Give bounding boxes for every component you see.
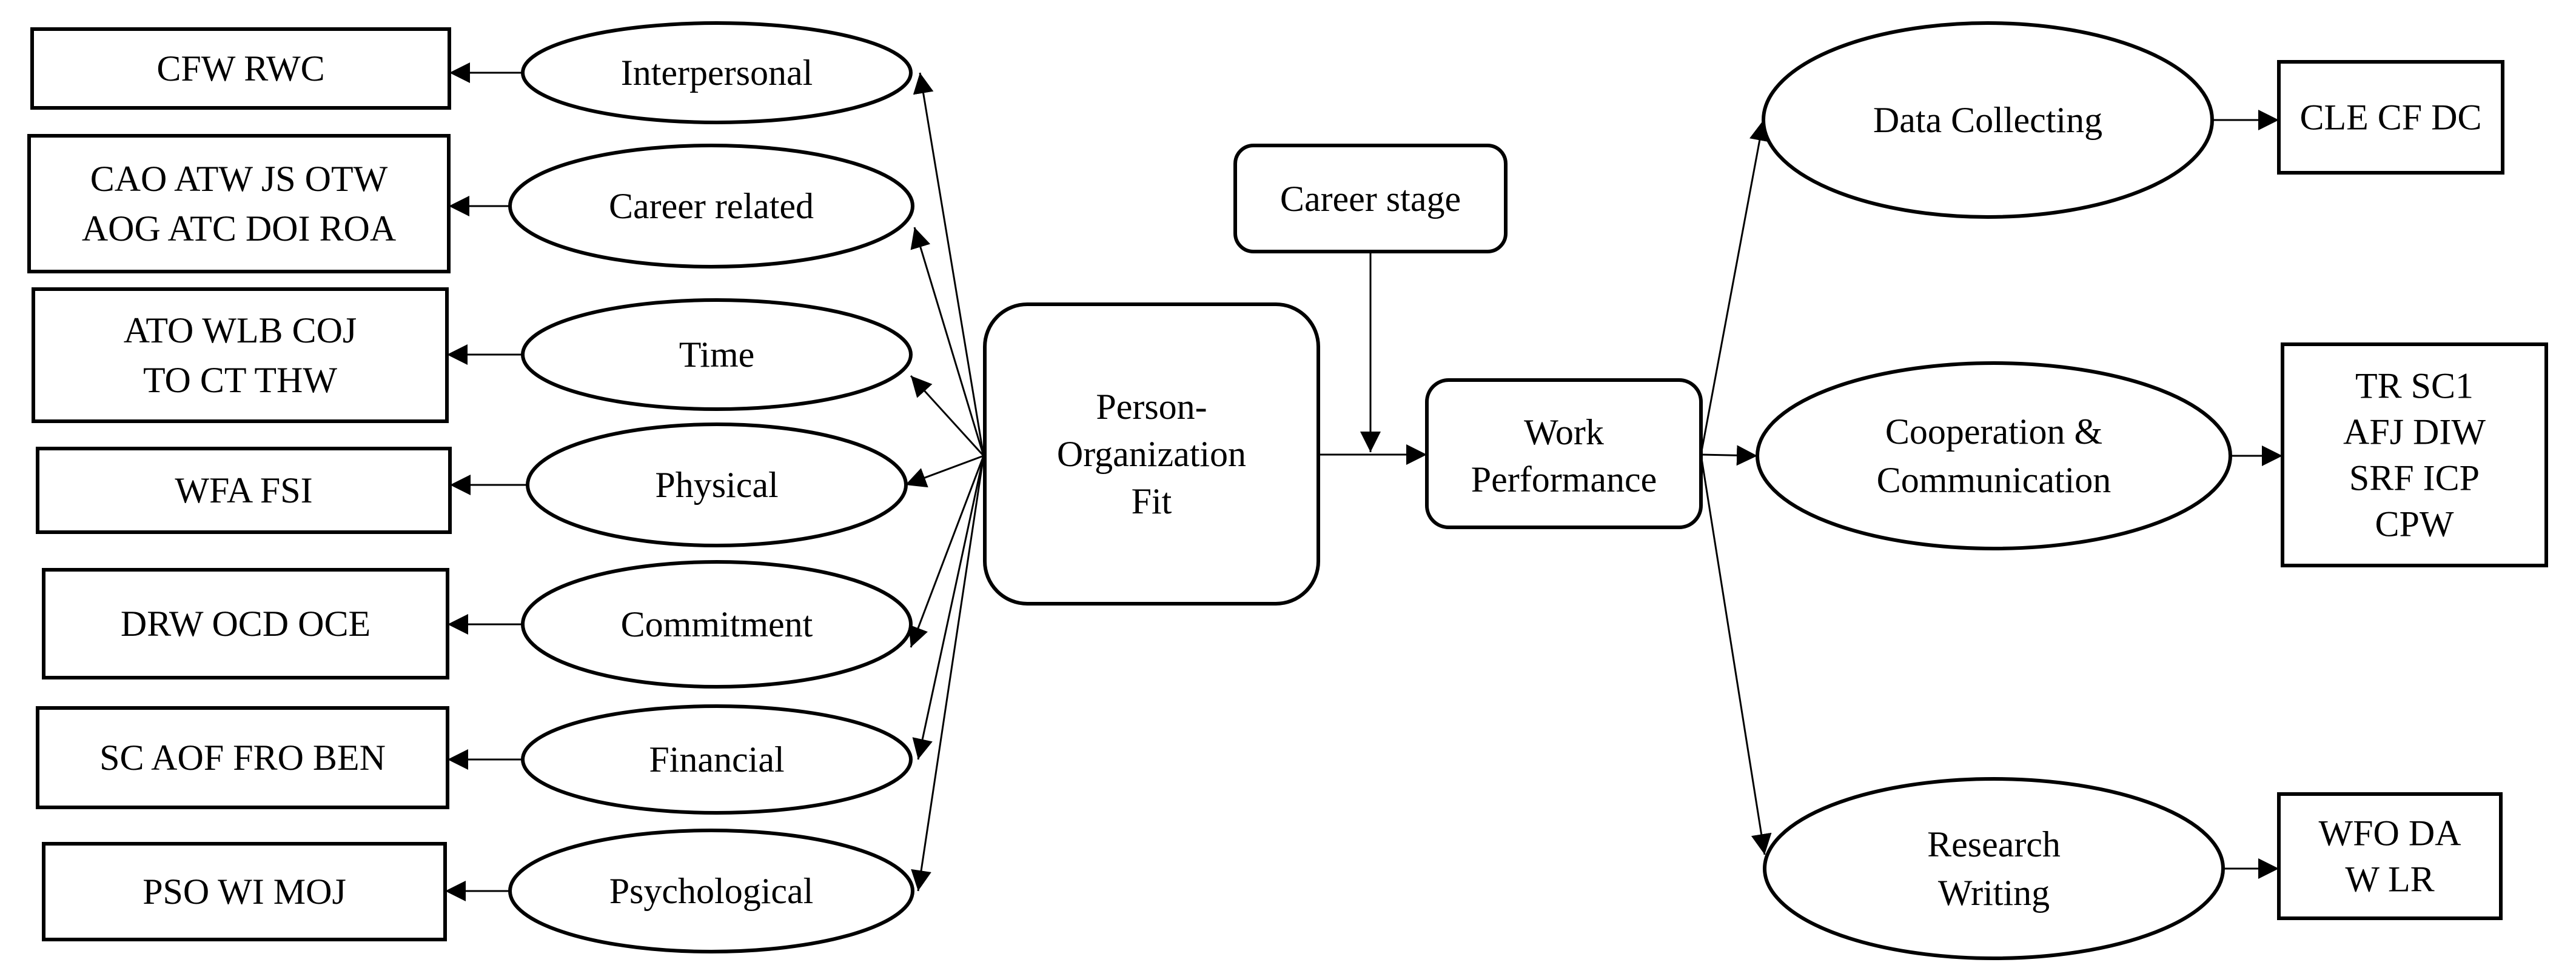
factor-financial-node xyxy=(521,704,913,815)
arrow-fit-to-interpersonal xyxy=(913,72,985,456)
arrow-fit-to-career-related xyxy=(910,227,985,456)
factor-commitment-node xyxy=(521,560,913,689)
factor-physical-node xyxy=(526,422,908,547)
factor-interpersonal-label: Interpersonal xyxy=(621,53,813,93)
factor-psychological-node xyxy=(508,829,914,953)
codes-interpersonal-box xyxy=(30,27,451,110)
outcome-cooperation-communication-label: Communication xyxy=(1877,460,2111,500)
codes-cooperation-communication-box xyxy=(2281,342,2548,567)
codes-research-writing-text: WFO DA xyxy=(2319,813,2461,853)
career-stage-node xyxy=(1233,144,1508,253)
person-organization-fit-label: Organization xyxy=(1057,434,1246,474)
arrow-fit-to-physical xyxy=(905,455,984,488)
codes-time-box xyxy=(32,287,449,423)
codes-psychological-text: PSO WI MOJ xyxy=(143,872,346,912)
codes-research-writing-box xyxy=(2277,792,2503,920)
arrow-fit-to-financial xyxy=(912,455,985,760)
codes-cooperation-communication-text: AFJ DIW xyxy=(2343,412,2486,452)
codes-commitment-box xyxy=(42,568,449,679)
arrow-work-performance-to-cooperation-communication xyxy=(1700,445,1758,466)
work-performance-node xyxy=(1425,378,1703,529)
work-performance-label: Work xyxy=(1524,412,1604,452)
factor-physical-label: Physical xyxy=(655,465,778,505)
outcome-cooperation-communication-label: Cooperation & xyxy=(1885,412,2102,452)
arrow-fit-to-commitment xyxy=(908,455,985,648)
codes-interpersonal-text: CFW RWC xyxy=(156,48,324,88)
codes-career-related-box xyxy=(27,134,451,273)
outcome-research-writing-label: Research xyxy=(1927,824,2061,864)
codes-financial-text: SC AOF FRO BEN xyxy=(99,738,386,778)
codes-cooperation-communication-text: CPW xyxy=(2375,504,2454,544)
arrow-work-performance-to-research-writing xyxy=(1700,454,1772,855)
edges-layer xyxy=(445,62,2283,901)
factor-commitment-label: Commitment xyxy=(621,604,813,644)
factor-psychological-label: Psychological xyxy=(609,871,814,911)
outcome-cooperation-communication-node xyxy=(1756,361,2232,550)
codes-career-related-text: AOG ATC DOI ROA xyxy=(82,209,396,249)
work-performance-label: Performance xyxy=(1471,459,1657,499)
codes-research-writing-text: W LR xyxy=(2345,860,2434,900)
codes-physical-box xyxy=(36,447,452,534)
factor-career-related-label: Career related xyxy=(609,186,814,226)
arrow-fit-to-time xyxy=(910,375,985,457)
codes-commitment-text: DRW OCD OCE xyxy=(121,604,371,644)
outcome-research-writing-label: Writing xyxy=(1938,873,2050,913)
codes-career-related-text: CAO ATW JS OTW xyxy=(90,159,388,199)
career-stage-label: Career stage xyxy=(1280,179,1461,219)
person-organization-fit-label: Fit xyxy=(1132,481,1172,521)
factor-time-label: Time xyxy=(679,335,755,375)
person-organization-fit-node xyxy=(983,302,1320,606)
nodes-layer: Interpersonal CFW RWC Career related CAO AT… xyxy=(27,21,2548,960)
codes-physical-text: WFA FSI xyxy=(175,470,312,510)
factor-financial-label: Financial xyxy=(649,739,784,779)
factor-career-related-node xyxy=(508,144,914,269)
factor-time-node xyxy=(521,298,913,411)
codes-financial-box xyxy=(36,706,449,809)
codes-time-text: ATO WLB COJ xyxy=(124,310,357,350)
arrow-work-performance-to-data-collecting xyxy=(1700,119,1770,455)
codes-data-collecting-box xyxy=(2277,60,2504,175)
outcome-data-collecting-label: Data Collecting xyxy=(1873,100,2102,140)
codes-psychological-box xyxy=(42,842,447,941)
factor-interpersonal-node xyxy=(521,21,913,124)
codes-time-text: TO CT THW xyxy=(143,360,337,400)
codes-cooperation-communication-text: SRF ICP xyxy=(2349,458,2480,498)
outcome-data-collecting-node xyxy=(1762,21,2214,219)
outcome-research-writing-node xyxy=(1763,777,2225,960)
person-organization-fit-label: Person- xyxy=(1096,387,1207,427)
codes-data-collecting-text: CLE CF DC xyxy=(2299,98,2481,138)
arrow-fit-to-psychological xyxy=(911,455,985,892)
codes-cooperation-communication-text: TR SC1 xyxy=(2355,366,2474,406)
